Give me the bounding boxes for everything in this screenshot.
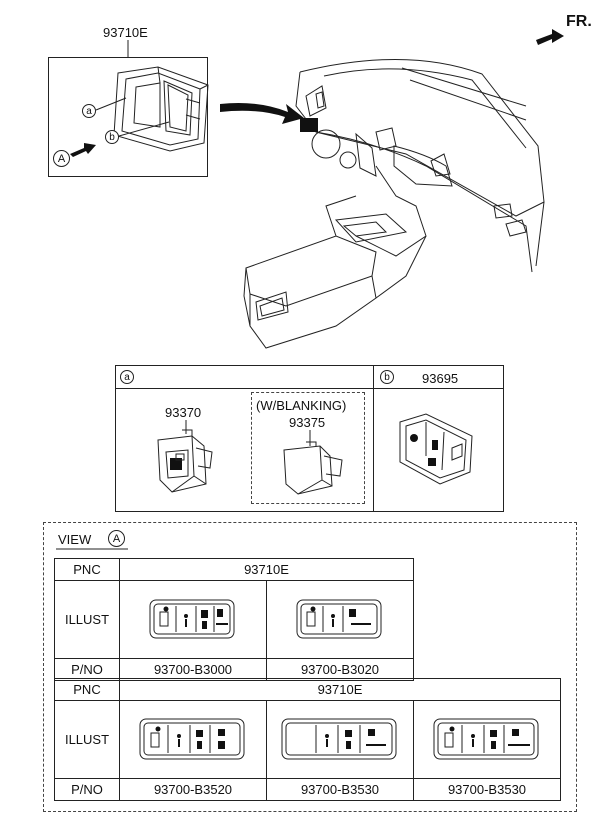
illust-header: ILLUST bbox=[54, 580, 120, 659]
pno-header: P/NO bbox=[54, 658, 120, 681]
switch-93695-illustration bbox=[399, 413, 473, 485]
pno-value: 93700-B3530 bbox=[413, 778, 561, 801]
detail-header-a bbox=[115, 365, 374, 389]
detail-body-b bbox=[373, 388, 504, 512]
parts-table-1: PNC 93710E ILLUST bbox=[54, 558, 414, 681]
switch-93375-illustration bbox=[283, 441, 343, 495]
view-marker-a: A bbox=[53, 150, 70, 167]
blanking-outline bbox=[251, 392, 365, 504]
switch-panel-b3020-illustration bbox=[296, 599, 382, 639]
illust-cell bbox=[413, 700, 561, 779]
switch-93370-illustration bbox=[157, 429, 213, 493]
parts-table-2: PNC 93710E ILLUST bbox=[54, 678, 561, 801]
pno-value: 93700-B3000 bbox=[119, 658, 267, 681]
pno-header: P/NO bbox=[54, 778, 120, 801]
switch-93370-label: 93370 bbox=[165, 405, 202, 420]
view-title-underline bbox=[56, 548, 128, 550]
switch-panel-b3000-illustration bbox=[149, 599, 235, 639]
switch-panel-b3520-illustration bbox=[139, 718, 245, 760]
dashboard-illustration bbox=[243, 59, 545, 349]
illust-cell bbox=[119, 700, 267, 779]
illust-header: ILLUST bbox=[54, 700, 120, 779]
leader-line bbox=[95, 97, 127, 111]
view-title-marker: A bbox=[108, 530, 125, 547]
leader-line bbox=[309, 430, 311, 446]
illust-cell bbox=[266, 580, 414, 659]
pno-value: 93700-B3530 bbox=[266, 778, 414, 801]
detail-b-part-number: 93695 bbox=[422, 371, 459, 386]
front-label: FR. bbox=[566, 13, 592, 30]
view-arrow-icon bbox=[70, 143, 96, 157]
view-a-section bbox=[43, 522, 577, 812]
pnc-value: 93710E bbox=[119, 678, 561, 701]
blanking-note: (W/BLANKING) bbox=[256, 398, 347, 413]
switch-panel-b3530-alt-illustration bbox=[433, 718, 539, 760]
leader-line bbox=[118, 121, 170, 137]
callout-b: b bbox=[105, 130, 119, 144]
leader-line bbox=[127, 40, 129, 57]
pnc-header: PNC bbox=[54, 558, 120, 581]
view-title: VIEW bbox=[58, 532, 92, 547]
assembly-part-number: 93710E bbox=[103, 25, 148, 40]
assembly-detail-box bbox=[48, 57, 208, 177]
pointer-arrow-icon bbox=[220, 103, 304, 124]
pnc-value: 93710E bbox=[119, 558, 414, 581]
pno-value: 93700-B3520 bbox=[119, 778, 267, 801]
illust-cell bbox=[266, 700, 414, 779]
pnc-header: PNC bbox=[54, 678, 120, 701]
callout-a: a bbox=[82, 104, 96, 118]
pno-value: 93700-B3020 bbox=[266, 658, 414, 681]
switch-panel-b3530-illustration bbox=[281, 718, 397, 760]
detail-tag-a: a bbox=[120, 370, 134, 384]
leader-line bbox=[185, 420, 187, 434]
front-arrow-icon bbox=[536, 29, 564, 45]
switch-93375-label: 93375 bbox=[289, 415, 326, 430]
illust-cell bbox=[119, 580, 267, 659]
detail-tag-b: b bbox=[380, 370, 394, 384]
